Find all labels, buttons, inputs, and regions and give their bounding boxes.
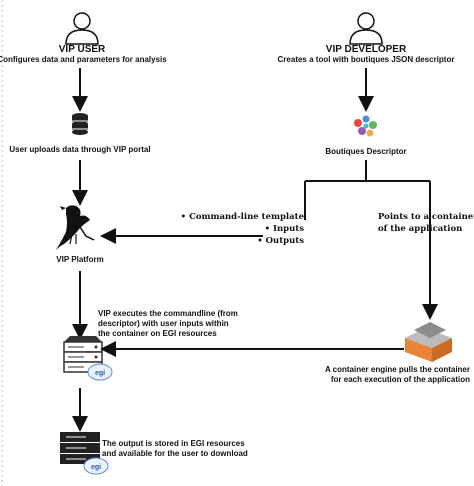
branch-left-line-2: • Inputs — [265, 224, 305, 234]
egi-logo-text-1: egi — [95, 370, 105, 377]
database-icon — [72, 113, 88, 135]
output-line-2: and available for the user to download — [102, 449, 248, 458]
developer-title: VIP DEVELOPER — [326, 44, 407, 55]
egi-logo-icon: egi — [87, 363, 113, 381]
branch-left-line-3: • Outputs — [257, 236, 304, 246]
upload-label: User uploads data through VIP portal — [9, 145, 150, 154]
platform-label: VIP Platform — [56, 255, 103, 264]
user-title: VIP USER — [59, 44, 106, 55]
server-stack-icon — [60, 432, 100, 464]
magpie-bird-icon — [56, 205, 95, 250]
execute-line-2: descriptor) with user inputs within — [98, 319, 229, 328]
engine-line-2: for each execution of the application — [331, 375, 470, 384]
boutiques-label: Boutiques Descriptor — [325, 147, 406, 156]
egi-logo-text-2: egi — [91, 464, 101, 471]
execute-line-3: the container on EGI resources — [98, 329, 217, 338]
branch-right-line-1: Points to a container — [378, 212, 474, 222]
developer-icon — [349, 12, 383, 45]
user-subtitle: Configures data and parameters for analy… — [0, 55, 167, 64]
egi-logo-icon: egi — [83, 457, 109, 475]
user-icon — [65, 12, 99, 45]
developer-subtitle: Creates a tool with boutiques JSON descr… — [278, 55, 455, 64]
branch-left-line-1: • Command-line template — [181, 212, 305, 222]
output-line-1: The output is stored in EGI resources — [102, 439, 245, 448]
execute-line-1: VIP executes the commandline (from — [98, 309, 238, 318]
boutiques-logo-icon — [354, 115, 377, 137]
container-engine-icon — [405, 322, 452, 362]
branch-right-line-2: of the application — [378, 224, 462, 234]
engine-line-1: A container engine pulls the container — [325, 365, 470, 374]
